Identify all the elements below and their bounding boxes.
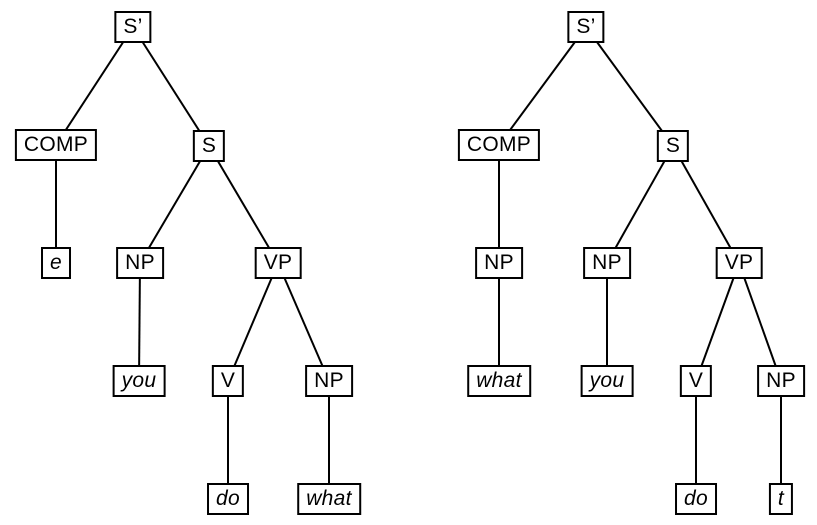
tree-right-edge-s-prime-s <box>585 26 674 147</box>
tree-left-node-comp: COMP <box>14 129 98 161</box>
tree-left-edge-vp-np-obj <box>277 262 330 382</box>
tree-left-node-what: what <box>297 483 361 515</box>
tree-right-node-np-subj: NP <box>583 247 631 279</box>
tree-left-node-vp: VP <box>254 247 302 279</box>
tree-left-node-you: you <box>112 365 166 397</box>
tree-left-node-np-subj: NP <box>116 247 164 279</box>
tree-left-edge-s-np-subj <box>139 145 210 264</box>
tree-left-edge-s-prime-comp <box>55 26 134 146</box>
tree-left-node-s-prime: S’ <box>114 11 152 43</box>
tree-left-node-v: V <box>211 365 245 397</box>
tree-right-node-s-prime: S’ <box>567 11 605 43</box>
tree-right-edge-vp-v <box>695 262 740 382</box>
tree-right-edge-vp-np-obj <box>738 262 782 382</box>
tree-right-node-do: do <box>675 483 717 515</box>
tree-right-edge-s-vp <box>672 145 740 264</box>
tree-left-node-do: do <box>207 483 249 515</box>
tree-right-node-what: what <box>467 365 531 397</box>
tree-right-node-np-obj: NP <box>757 365 805 397</box>
tree-left-edge-np-subj-you <box>138 262 141 382</box>
tree-left-edge-s-vp <box>208 145 279 264</box>
tree-right-node-v: V <box>679 365 713 397</box>
tree-right-edge-s-prime-comp <box>498 26 587 146</box>
tree-right-node-vp: VP <box>715 247 763 279</box>
tree-right-node-s: S <box>656 130 690 162</box>
tree-right-edge-s-np-subj <box>606 145 674 264</box>
tree-right-node-comp: COMP <box>457 129 541 161</box>
tree-left-node-e: e <box>41 247 71 279</box>
tree-right-node-np-comp: NP <box>475 247 523 279</box>
tree-left-edge-s-prime-s <box>132 26 210 147</box>
tree-left-edge-vp-v <box>227 262 279 382</box>
tree-left-node-np-obj: NP <box>305 365 353 397</box>
tree-right-node-you: you <box>580 365 634 397</box>
tree-right-node-t: t <box>768 483 794 515</box>
tree-left-node-s: S <box>192 130 226 162</box>
